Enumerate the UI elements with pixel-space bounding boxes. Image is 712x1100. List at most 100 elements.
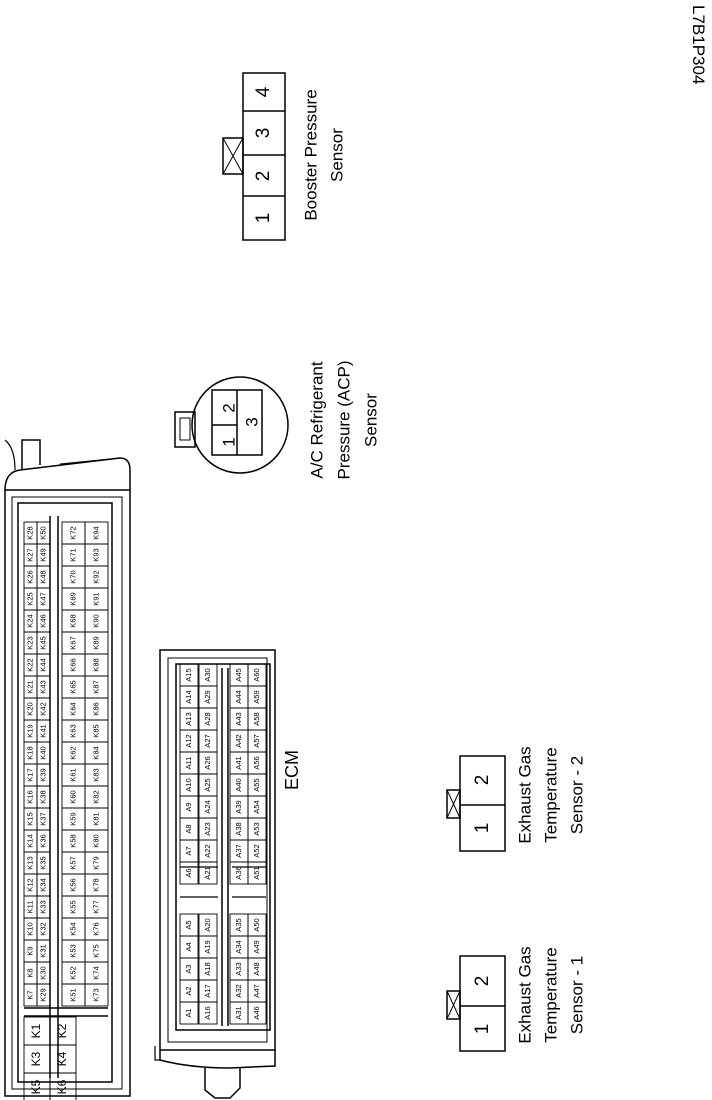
pin-k51: K51 bbox=[61, 983, 86, 1007]
a-housing-inner bbox=[167, 657, 268, 1043]
pin-k31-label: K31 bbox=[38, 944, 47, 957]
pin-a23: A23 bbox=[198, 817, 218, 841]
pin-k86: K86 bbox=[84, 697, 109, 721]
pin-a54: A54 bbox=[247, 795, 267, 819]
pin-k49-label: K49 bbox=[38, 548, 47, 561]
pin-k29-label: K29 bbox=[38, 988, 47, 1001]
pin-a15: A15 bbox=[179, 663, 199, 687]
pin-k3-label: K3 bbox=[29, 1051, 43, 1066]
pin-a38: A38 bbox=[229, 817, 249, 841]
egt2-latch bbox=[446, 789, 461, 819]
pin-k3: K3 bbox=[23, 1044, 51, 1074]
pin-a53-label: A53 bbox=[252, 822, 261, 835]
pin-k87-label: K87 bbox=[91, 680, 100, 693]
pin-k51-label: K51 bbox=[68, 988, 77, 1001]
k-face bbox=[17, 502, 113, 1083]
booster-pin-1: 1 bbox=[253, 213, 274, 224]
pin-k21-label: K21 bbox=[25, 680, 34, 693]
pin-k61-label: K61 bbox=[68, 768, 77, 781]
pin-a55-label: A55 bbox=[252, 778, 261, 791]
pin-k33-label: K33 bbox=[38, 900, 47, 913]
pin-a2-label: A2 bbox=[184, 986, 193, 995]
pin-k77-label: K77 bbox=[91, 900, 100, 913]
pin-a22: A22 bbox=[198, 839, 218, 863]
ecm-label: ECM bbox=[282, 750, 302, 790]
pin-k53-label: K53 bbox=[68, 944, 77, 957]
pin-k27: K27 bbox=[23, 543, 38, 567]
pin-a39-label: A39 bbox=[234, 800, 243, 813]
pin-a60: A60 bbox=[247, 663, 267, 687]
pin-k2-label: K2 bbox=[55, 1023, 69, 1038]
pin-a51: A51 bbox=[247, 861, 267, 885]
pin-k52: K52 bbox=[61, 961, 86, 985]
pin-k9: K9 bbox=[23, 939, 38, 963]
pin-a13-label: A13 bbox=[184, 712, 193, 725]
pin-a47: A47 bbox=[247, 979, 267, 1003]
pin-k67: K67 bbox=[61, 631, 86, 655]
pin-a37: A37 bbox=[229, 839, 249, 863]
pin-k34: K34 bbox=[36, 873, 51, 897]
pin-a42-label: A42 bbox=[234, 734, 243, 747]
pin-a19: A19 bbox=[198, 935, 218, 959]
pin-k88-label: K88 bbox=[91, 658, 100, 671]
pin-k40-label: K40 bbox=[38, 746, 47, 759]
pin-k36-label: K36 bbox=[38, 834, 47, 847]
pin-a16: A16 bbox=[198, 1001, 218, 1025]
pin-k8: K8 bbox=[23, 961, 38, 985]
pin-k38-label: K38 bbox=[38, 790, 47, 803]
pin-k34-label: K34 bbox=[38, 878, 47, 891]
pin-k60: K60 bbox=[61, 785, 86, 809]
svg-text:Exhaust Gas: Exhaust Gas bbox=[515, 946, 534, 1043]
pin-a48-label: A48 bbox=[252, 962, 261, 975]
pin-a26: A26 bbox=[198, 751, 218, 775]
pin-a19-label: A19 bbox=[203, 940, 212, 953]
pin-k85: K85 bbox=[84, 719, 109, 743]
pin-k62: K62 bbox=[61, 741, 86, 765]
pin-k32: K32 bbox=[36, 917, 51, 941]
pin-a35-label: A35 bbox=[234, 918, 243, 931]
pin-k81-label: K81 bbox=[91, 812, 100, 825]
pin-a7-label: A7 bbox=[184, 846, 193, 855]
pin-k81: K81 bbox=[84, 807, 109, 831]
pin-k56-label: K56 bbox=[68, 878, 77, 891]
pin-a59-label: A59 bbox=[252, 690, 261, 703]
pin-k21: K21 bbox=[23, 675, 38, 699]
pin-k90-label: K90 bbox=[91, 614, 100, 627]
k-housing-outer bbox=[4, 489, 131, 1097]
egt1-body bbox=[459, 955, 506, 1052]
pin-k28-label: K28 bbox=[25, 526, 34, 539]
pin-k18: K18 bbox=[23, 741, 38, 765]
booster-pin-2: 2 bbox=[253, 171, 274, 182]
acp-pin-1: 1 bbox=[219, 437, 238, 446]
pin-k72: K72 bbox=[61, 521, 86, 545]
pin-a57-label: A57 bbox=[252, 734, 261, 747]
pin-a15-label: A15 bbox=[184, 668, 193, 681]
pin-a41: A41 bbox=[229, 751, 249, 775]
pin-a5-label: A5 bbox=[184, 920, 193, 929]
pin-k33: K33 bbox=[36, 895, 51, 919]
pin-k19: K19 bbox=[23, 719, 38, 743]
pin-a36: A36 bbox=[229, 861, 249, 885]
pin-a22-label: A22 bbox=[203, 844, 212, 857]
pin-k47-label: K47 bbox=[38, 592, 47, 605]
pin-k79: K79 bbox=[84, 851, 109, 875]
egt2-pin-2: 2 bbox=[472, 775, 493, 786]
pin-k68-label: K68 bbox=[68, 614, 77, 627]
pin-k31: K31 bbox=[36, 939, 51, 963]
pin-k82-label: K82 bbox=[91, 790, 100, 803]
pin-k1: K1 bbox=[23, 1016, 51, 1046]
pin-a23-label: A23 bbox=[203, 822, 212, 835]
pin-k28: K28 bbox=[23, 521, 38, 545]
pin-a47-label: A47 bbox=[252, 984, 261, 997]
ecm-k-connector bbox=[4, 439, 131, 1097]
pin-a30: A30 bbox=[198, 663, 218, 687]
pin-k46-label: K46 bbox=[38, 614, 47, 627]
pin-k35-label: K35 bbox=[38, 856, 47, 869]
egt2-connector bbox=[446, 755, 506, 852]
pin-a49-label: A49 bbox=[252, 940, 261, 953]
pin-a33: A33 bbox=[229, 957, 249, 981]
pin-a34-label: A34 bbox=[234, 940, 243, 953]
pin-k70: K70 bbox=[61, 565, 86, 589]
pin-k10: K10 bbox=[23, 917, 38, 941]
